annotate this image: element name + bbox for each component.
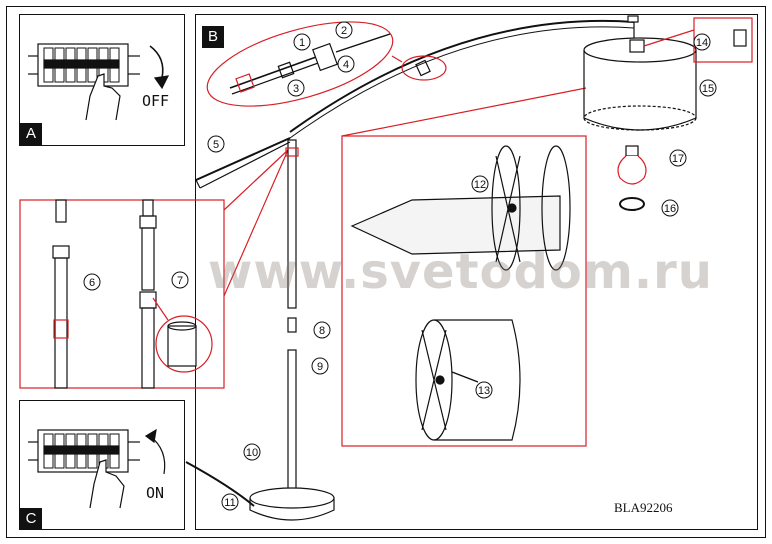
- shade-ring: [619, 197, 645, 211]
- switch-off-arrow: [149, 45, 164, 79]
- outer-frame: [6, 6, 766, 538]
- step-number-11: 11: [224, 497, 235, 509]
- switch-on-label: ON: [146, 484, 165, 502]
- step-number-1: 1: [299, 37, 305, 49]
- lamp-arm: [289, 19, 635, 133]
- coupling-parts: [229, 33, 391, 95]
- step-number-13: 13: [478, 385, 490, 397]
- step-marker-11: [221, 493, 239, 511]
- tube-segment-6: [52, 199, 70, 389]
- switch-on-arrow: [149, 435, 166, 475]
- panel-a-letter: A: [20, 123, 42, 145]
- step-marker-5: [207, 135, 225, 153]
- fuse-box-c: [28, 429, 140, 473]
- tube-zoom-circle: [155, 315, 213, 373]
- fuse-box-a: [28, 43, 140, 87]
- step-number-17: 17: [672, 153, 684, 165]
- shade-assembled-step-13: [415, 319, 521, 441]
- step-marker-12: [471, 175, 489, 193]
- panel-b-letter: B: [202, 26, 224, 48]
- step-number-12: 12: [474, 179, 486, 191]
- step-marker-7: [171, 271, 189, 289]
- step-number-15: 15: [702, 83, 714, 95]
- light-bulb: [617, 145, 647, 185]
- lamp-base: [249, 487, 335, 521]
- step-number-2: 2: [341, 25, 347, 37]
- hand-icon-a: [85, 73, 121, 121]
- hand-icon-c: [89, 459, 125, 509]
- step-number-5: 5: [213, 139, 219, 151]
- lamp-arm-lower: [195, 137, 291, 189]
- step-marker-1: [293, 33, 311, 51]
- step-marker-4: [337, 55, 355, 73]
- step-number-10: 10: [246, 447, 258, 459]
- step-marker-2: [335, 21, 353, 39]
- tube-detail-panel: [19, 199, 225, 389]
- step-number-14: 14: [696, 37, 708, 49]
- shade-detail-panel: [341, 135, 587, 447]
- step-number-6: 6: [89, 277, 95, 289]
- panel-c-letter: C: [20, 508, 42, 530]
- step-marker-9: [311, 357, 329, 375]
- step-marker-14: [693, 33, 711, 51]
- panel-b: [195, 14, 758, 530]
- step-marker-16: [661, 199, 679, 217]
- panel-c: [19, 400, 185, 530]
- floor-lamp-pole: [285, 139, 299, 497]
- step-marker-13: [475, 381, 493, 399]
- model-code: BLA92206: [614, 500, 673, 515]
- step-number-3: 3: [293, 83, 299, 95]
- step-marker-3: [287, 79, 305, 97]
- step-number-4: 4: [343, 59, 349, 71]
- lamp-shade-top: [583, 37, 697, 131]
- coupling-detail-ellipse: [206, 21, 394, 107]
- power-cable: [185, 461, 255, 507]
- watermark: www.svetodom.ru: [208, 244, 713, 300]
- switch-off-label: OFF: [142, 92, 170, 110]
- step-number-8: 8: [319, 325, 325, 337]
- step-marker-15: [699, 79, 717, 97]
- step-number-16: 16: [664, 203, 676, 215]
- step-marker-6: [83, 273, 101, 291]
- panel-a: [19, 14, 185, 146]
- step-marker-8: [313, 321, 331, 339]
- tube-segment-7: [139, 199, 157, 389]
- step-number-9: 9: [317, 361, 323, 373]
- step-number-7: 7: [177, 275, 183, 287]
- step-marker-10: [243, 443, 261, 461]
- shade-frame-step-12: [350, 145, 571, 271]
- step-marker-17: [669, 149, 687, 167]
